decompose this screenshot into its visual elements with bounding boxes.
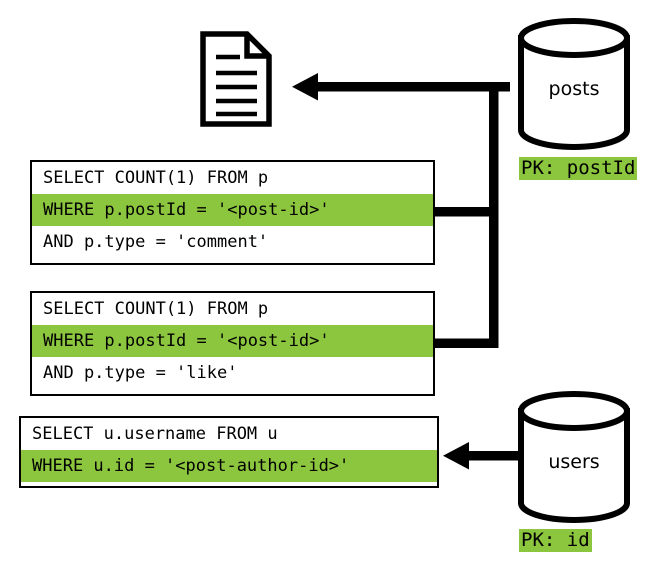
- posts-cylinder-top: [518, 18, 630, 58]
- query-row-highlighted: WHERE p.postId = '<post-id>': [32, 325, 433, 357]
- query-box-author-username: SELECT u.username FROM u WHERE u.id = '<…: [19, 416, 439, 488]
- document-icon: [200, 31, 272, 127]
- query-box-comment-count: SELECT COUNT(1) FROM p WHERE p.postId = …: [30, 160, 435, 265]
- posts-cylinder-icon: [518, 18, 630, 150]
- query-row-highlighted: WHERE u.id = '<post-author-id>': [21, 450, 437, 482]
- posts-pk-badge: PK: postId: [519, 157, 638, 180]
- posts-to-comment-query-line: [425, 207, 498, 217]
- posts-to-like-query-line: [425, 338, 498, 348]
- query-box-like-count: SELECT COUNT(1) FROM p WHERE p.postId = …: [30, 291, 435, 396]
- document-fold-icon: [244, 34, 269, 59]
- query-row: SELECT COUNT(1) FROM p: [43, 168, 269, 188]
- document-page-outline: [200, 31, 272, 127]
- users-cylinder-icon: [518, 391, 630, 523]
- posts-to-document-arrowhead: [292, 73, 318, 101]
- query-row: AND p.type = 'comment': [43, 232, 269, 252]
- posts-cylinder-body: [518, 35, 630, 150]
- query-row-highlighted: WHERE p.postId = '<post-id>': [32, 194, 433, 226]
- users-cylinder-label: users: [548, 451, 600, 473]
- query-row: AND p.type = 'like': [43, 363, 238, 383]
- posts-to-document-line: [310, 82, 510, 92]
- users-cylinder-body: [518, 408, 630, 523]
- query-row: SELECT COUNT(1) FROM p: [43, 299, 269, 319]
- users-to-author-query-line: [462, 451, 518, 461]
- posts-cylinder-label: posts: [548, 78, 600, 100]
- users-cylinder-top: [518, 391, 630, 431]
- query-row: SELECT u.username FROM u: [32, 424, 278, 444]
- users-pk-badge: PK: id: [519, 529, 592, 552]
- users-to-author-query-arrowhead: [443, 442, 469, 470]
- users-arrow-group: [443, 442, 518, 470]
